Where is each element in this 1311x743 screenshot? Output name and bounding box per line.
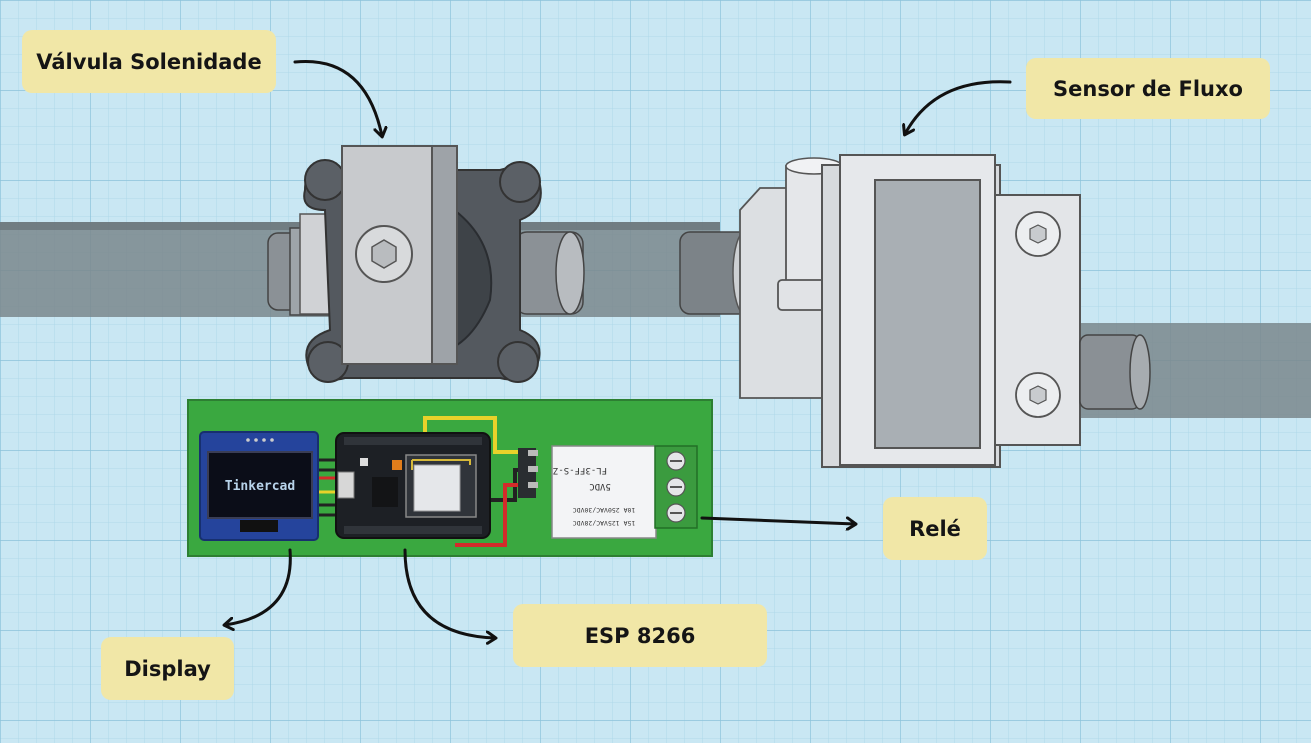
esp8266-board: [336, 433, 490, 538]
relay-rating1-text: 10A 250VAC/30VDC: [573, 506, 636, 514]
label-valvula-solenidade: Válvula Solenidade: [22, 30, 276, 93]
solenoid-valve: [268, 146, 584, 382]
relay-model-text: FL-3FF-S-Z: [552, 465, 607, 475]
label-rele: Relé: [883, 497, 987, 560]
label-display: Display: [101, 637, 234, 700]
oled-display: Tinkercad: [200, 432, 318, 540]
relay-rating2-text: 15A 125VAC/28VDC: [573, 519, 636, 527]
relay-voltage-text: 5VDC: [589, 481, 611, 491]
oled-text: Tinkercad: [225, 479, 295, 494]
label-esp8266: ESP 8266: [513, 604, 767, 667]
label-sensor-de-fluxo: Sensor de Fluxo: [1026, 58, 1270, 119]
